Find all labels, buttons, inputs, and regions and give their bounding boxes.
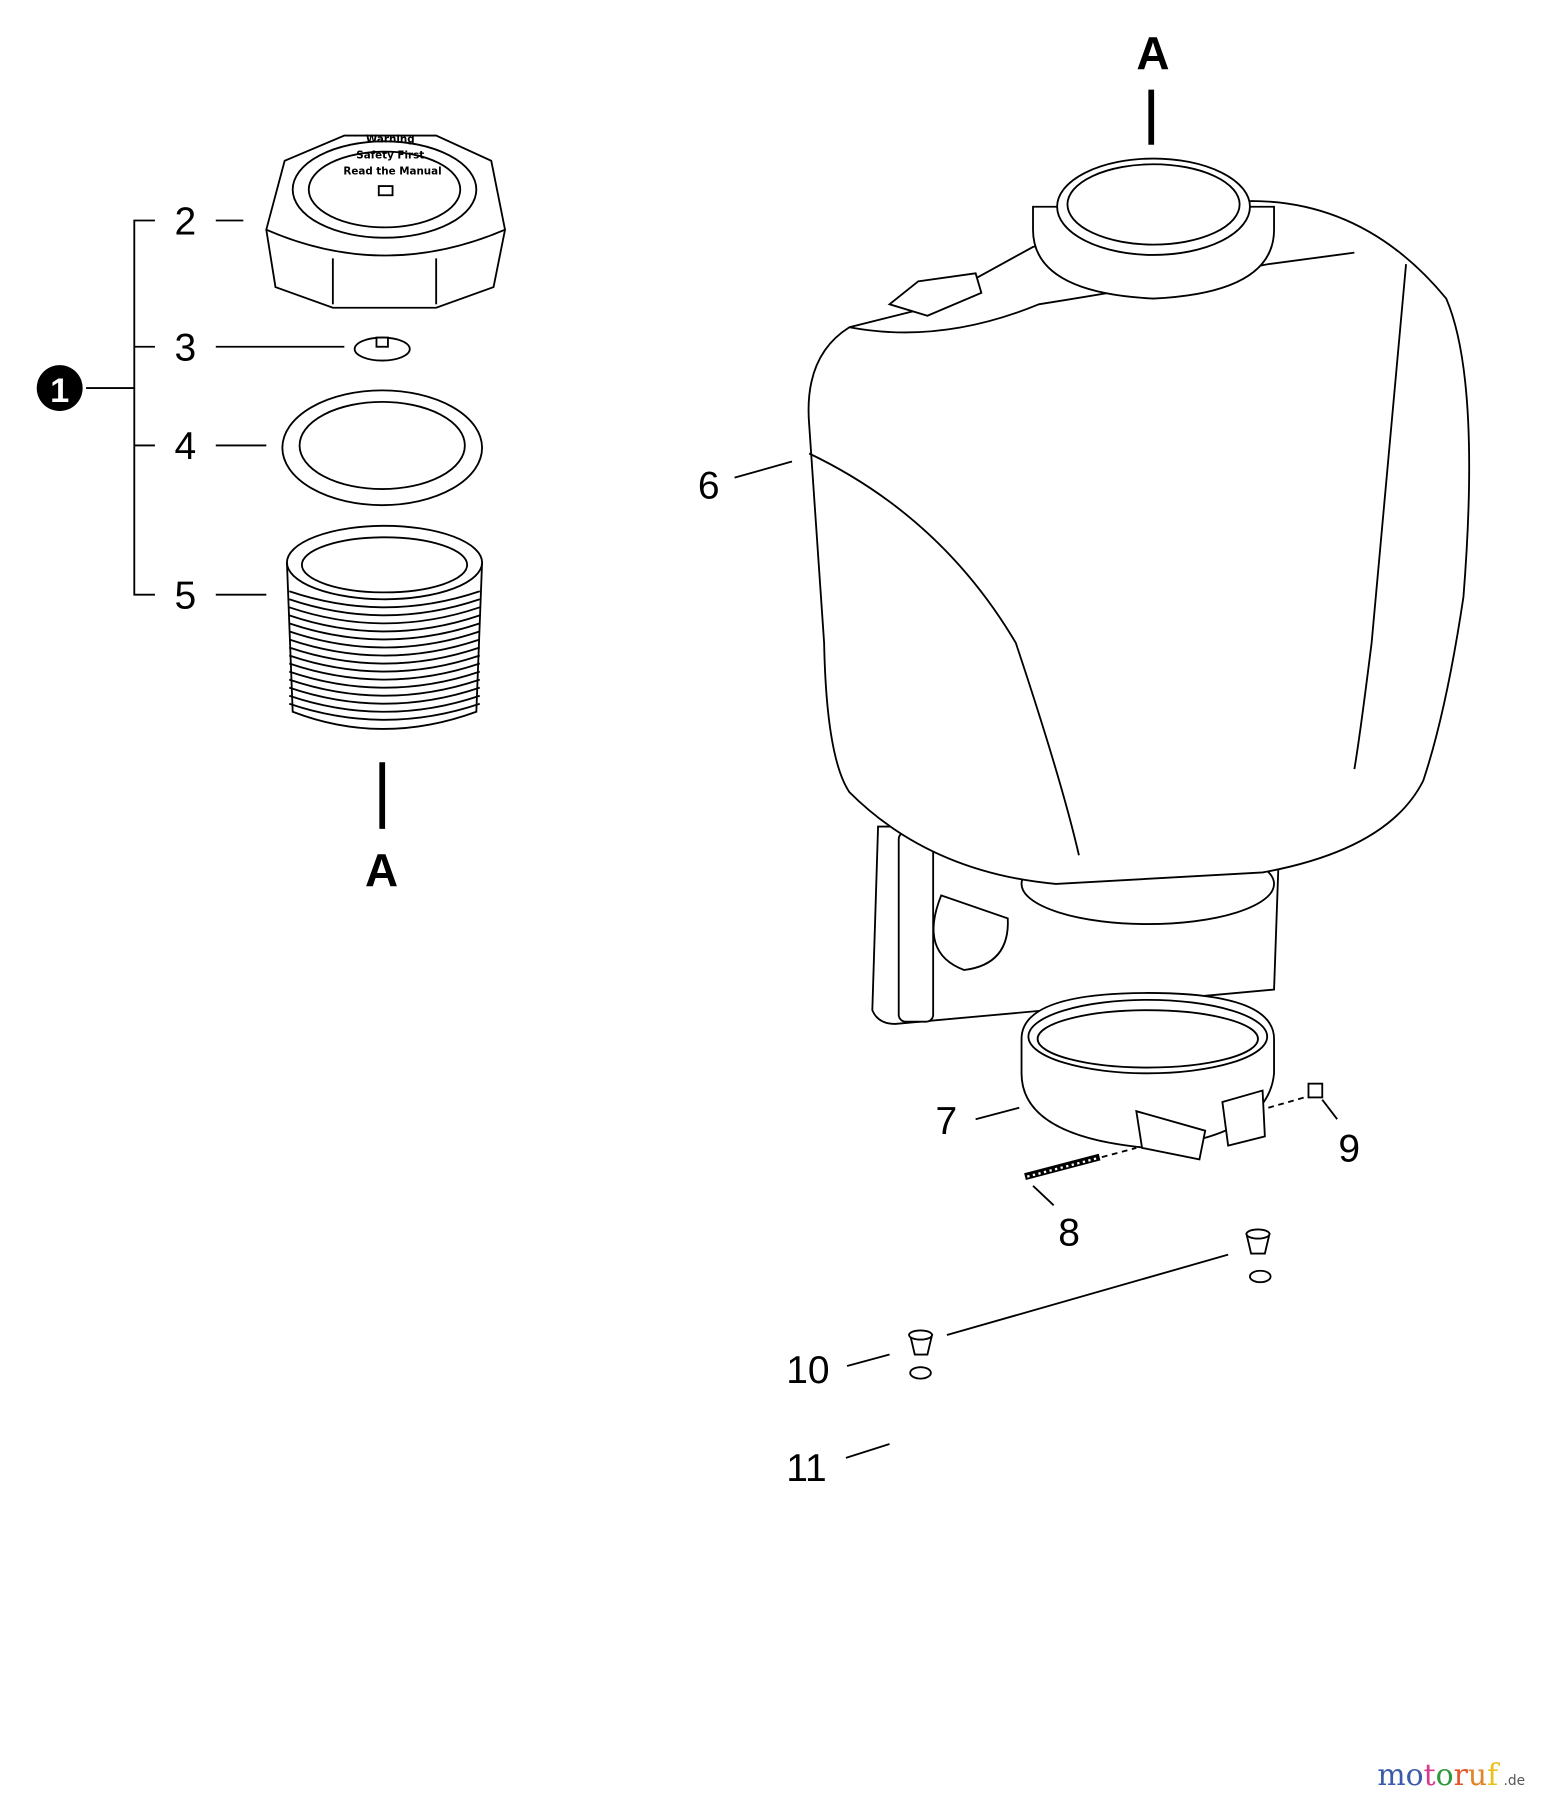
svg-text:motoruf: motoruf xyxy=(1377,1758,1500,1793)
callout-2: 2 xyxy=(174,200,196,243)
callout-4: 4 xyxy=(174,425,196,468)
strainer-thread-line xyxy=(288,646,481,665)
callout-9: 9 xyxy=(1338,1128,1360,1171)
section-marker-top: A xyxy=(1136,27,1169,79)
callout-3: 3 xyxy=(174,327,196,370)
leg-caps xyxy=(908,1228,1271,1356)
vent-disc xyxy=(353,336,411,362)
watermark-suffix: .de xyxy=(1504,1773,1526,1789)
callout-10: 10 xyxy=(786,1349,829,1392)
strainer-thread-line xyxy=(288,606,481,625)
assembly-callout-1: 1 xyxy=(50,372,69,410)
strainer-thread-line xyxy=(288,590,481,609)
strainer-threads xyxy=(288,590,481,721)
nut xyxy=(1307,1082,1324,1099)
watermark-letter: t xyxy=(1424,1758,1436,1793)
strainer-thread-line xyxy=(288,654,481,673)
watermark-letter: r xyxy=(1454,1758,1469,1793)
strainer-thread-line xyxy=(288,702,481,721)
callout-8: 8 xyxy=(1058,1211,1080,1254)
motoruf-watermark: motoruf .de xyxy=(1377,1758,1525,1793)
watermark-letter: f xyxy=(1487,1758,1500,1793)
clamp-band xyxy=(1020,992,1275,1161)
gasket-ring xyxy=(281,389,483,507)
watermark-letter: u xyxy=(1468,1758,1487,1793)
cap-text-safety: Safety First xyxy=(356,150,424,162)
callout-5: 5 xyxy=(174,574,196,617)
callout-11: 11 xyxy=(786,1447,827,1490)
watermark-letter: o xyxy=(1436,1758,1454,1793)
cap-text-warning: Warning xyxy=(366,133,415,145)
watermark-letter: o xyxy=(1406,1758,1424,1793)
watermark-letter: m xyxy=(1377,1758,1405,1793)
strainer-thread-line xyxy=(288,678,481,697)
callout-6: 6 xyxy=(698,464,720,507)
strainer-thread-line xyxy=(288,638,481,657)
screw xyxy=(1024,1147,1137,1180)
strainer-thread-line xyxy=(288,694,481,713)
strainer-thread-line xyxy=(288,622,481,641)
cap-text-manual: Read the Manual xyxy=(343,166,441,178)
strainer-thread-line xyxy=(288,614,481,633)
section-marker-bottom: A xyxy=(365,844,398,896)
hopper-tank xyxy=(807,157,1471,1025)
callout-7: 7 xyxy=(935,1100,957,1143)
stand-frame xyxy=(838,1269,1510,1737)
assembly-bracket: 1 xyxy=(36,219,155,596)
strainer-thread-line xyxy=(288,686,481,705)
strainer xyxy=(285,524,484,730)
strainer-thread-line xyxy=(288,598,481,617)
strainer-thread-line xyxy=(288,670,481,689)
strainer-thread-line xyxy=(288,630,481,649)
tank-cap: Warning Safety First Read the Manual xyxy=(265,133,506,309)
strainer-thread-line xyxy=(288,662,481,681)
